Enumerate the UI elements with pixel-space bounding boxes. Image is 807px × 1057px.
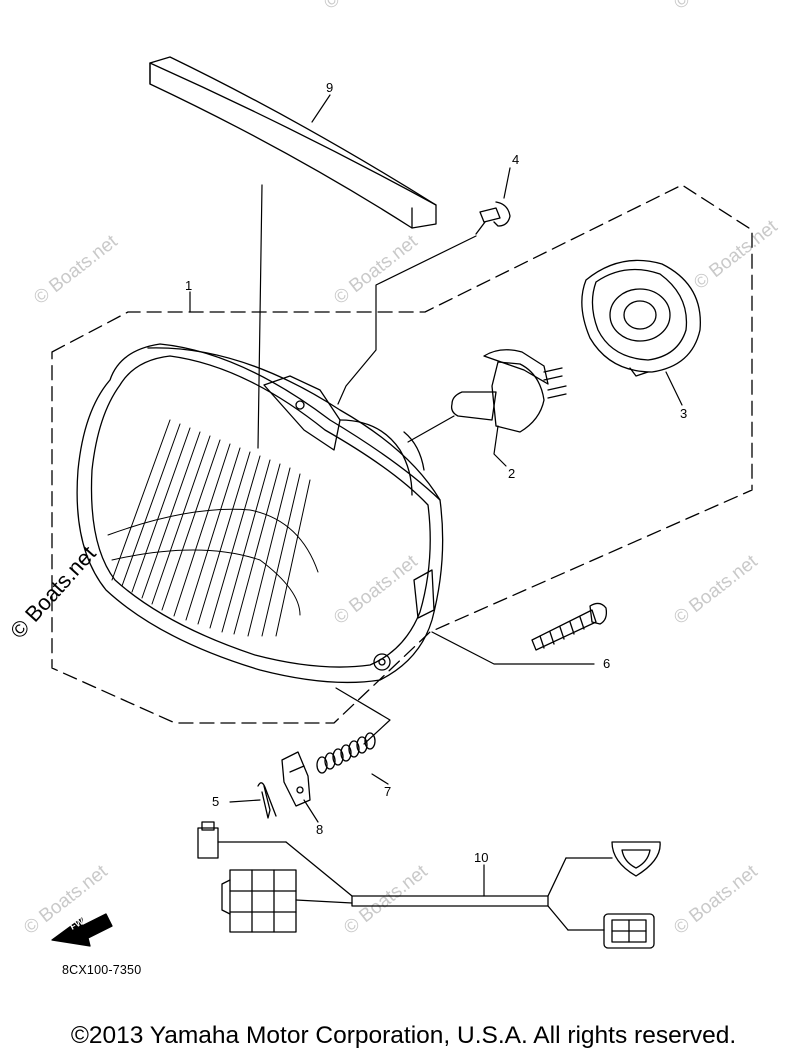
callout-6: 6: [603, 656, 610, 671]
watermark: © Boats.net: [340, 861, 432, 939]
watermark: © Boats.net: [670, 861, 762, 939]
callout-4: 4: [512, 152, 519, 167]
copyright-footer: ©2013 Yamaha Motor Corporation, U.S.A. A…: [70, 1022, 737, 1049]
watermark: © Boats.net: [670, 0, 762, 14]
diagram-code: 8CX100-7350: [62, 963, 142, 977]
watermark: © Boats.net: [30, 231, 122, 309]
part-visor: [149, 56, 437, 229]
part-clip: [281, 751, 311, 807]
callout-2: 2: [508, 466, 515, 481]
callout-7: 7: [384, 784, 391, 799]
callout-1: 1: [185, 278, 192, 293]
callout-3: 3: [680, 406, 687, 421]
watermark: © Boats.net: [330, 551, 422, 629]
fwd-arrow-icon: FWD: [51, 913, 113, 947]
part-headlight-housing: [76, 343, 444, 684]
watermark-layer: © Boats.net © Boats.net © Boats.net © Bo…: [5, 0, 782, 939]
part-spring: [316, 732, 376, 774]
callout-9: 9: [326, 80, 333, 95]
callout-8: 8: [316, 822, 323, 837]
callout-labels: 9 4 1 3 2 6 7 5 8 10: [185, 80, 687, 865]
part-bulb-cover: [581, 259, 701, 377]
part-wire-harness: [197, 821, 661, 949]
part-screw-small: [475, 201, 511, 235]
leader-lines: [189, 94, 683, 897]
part-bulb: [450, 349, 567, 433]
watermark: © Boats.net: [690, 216, 782, 294]
part-bolt: [531, 602, 608, 651]
callout-5: 5: [212, 794, 219, 809]
part-pin: [257, 782, 277, 819]
headlight-exploded-diagram: © Boats.net © Boats.net © Boats.net © Bo…: [5, 0, 782, 949]
assembly-dashed-outline: [51, 184, 753, 724]
watermark: © Boats.net: [320, 0, 412, 14]
callout-10: 10: [474, 850, 488, 865]
watermark: © Boats.net: [670, 551, 762, 629]
